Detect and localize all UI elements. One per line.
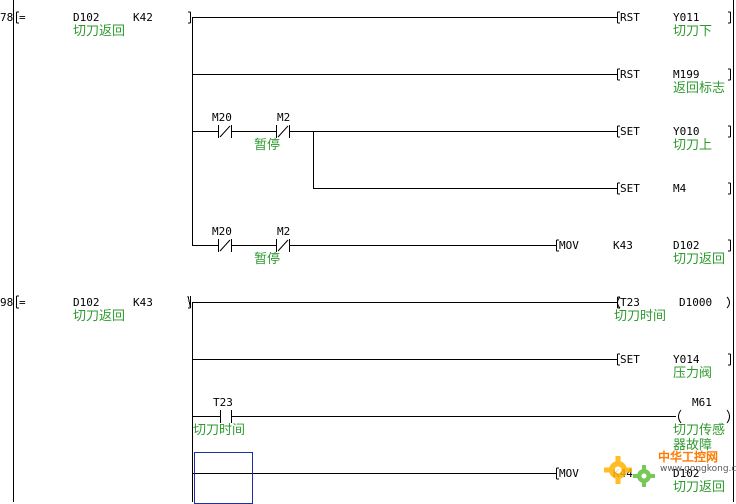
rung1-out1-comment: 切刀下 [673,24,713,39]
rung2-compare-op1[interactable]: D102 [73,296,100,309]
watermark-url: www.gongkong.com [660,464,736,474]
rung1-out2-instr[interactable]: RST [620,68,640,81]
rung2-compare-op2[interactable]: K43 [133,296,153,309]
rung2-out2-device[interactable]: Y014 [673,353,700,366]
rung1-contact-m20[interactable]: M20 [212,111,232,124]
rung2-op1-comment: 切刀返回 [73,309,126,324]
rung1-out1-device[interactable]: Y011 [673,11,700,24]
rung1-out4-instr[interactable]: SET [620,182,640,195]
rung1-out3-comment: 切刀上 [673,138,713,153]
rung2-out4-comment: 切刀返回 [673,480,726,495]
rung1-contact-m2-2[interactable]: M2 [277,225,291,238]
gear-logo-icon [604,456,655,487]
rung2-out2-comment: 压力阀 [673,366,713,381]
rung2-out4-dst[interactable]: D102 [673,467,700,480]
rung2-contact-t23-comment: 切刀时间 [193,423,246,438]
rung1-contact-m2[interactable]: M2 [277,111,291,124]
rung1-out5-comment: 切刀返回 [673,252,726,267]
rung1-out5-dst[interactable]: D102 [673,239,700,252]
rung2-timer-value[interactable]: D1000 [679,296,713,309]
rung1-out3-instr[interactable]: SET [620,125,640,138]
rung1-out2-device[interactable]: M199 [673,68,700,81]
rung2-coil-m61-comment: 切刀传感器故障 [673,423,726,453]
rung1-compare-op2[interactable]: K42 [133,11,153,24]
rung1-contact-m20-2[interactable]: M20 [212,225,232,238]
watermark-text: 中华工控网 [658,450,719,464]
rung2-timer-comment: 切刀时间 [614,309,667,324]
rung1-out2-comment: 返回标志 [673,81,726,96]
rung1-op1-comment: 切刀返回 [73,24,126,39]
rung1-contact-m2-comment: 暂停 [254,138,281,153]
rung2-timer-coil[interactable]: T23 [620,296,640,309]
rung2-out4-instr[interactable]: MOV [559,467,579,480]
rung2-compare-op: = [19,296,26,309]
rung1-out3-device[interactable]: Y010 [673,125,700,138]
rung1-step-number: 78 [0,11,14,24]
rung1-out5-src[interactable]: K43 [613,239,633,252]
rung1-contact-m2-2-comment: 暂停 [254,252,281,267]
editor-cursor[interactable] [194,452,253,504]
rung2-contact-t23[interactable]: T23 [213,396,233,409]
rung2-step-number: 98 [0,296,14,309]
rung2-out2-instr[interactable]: SET [620,353,640,366]
rung1-compare-op: = [19,11,26,24]
rung1-out1-instr[interactable]: RST [620,11,640,24]
rung1-compare-op1[interactable]: D102 [73,11,100,24]
rung2-coil-m61[interactable]: M61 [692,396,712,409]
rung1-out4-device[interactable]: M4 [673,182,687,195]
rung1-out5-instr[interactable]: MOV [559,239,579,252]
